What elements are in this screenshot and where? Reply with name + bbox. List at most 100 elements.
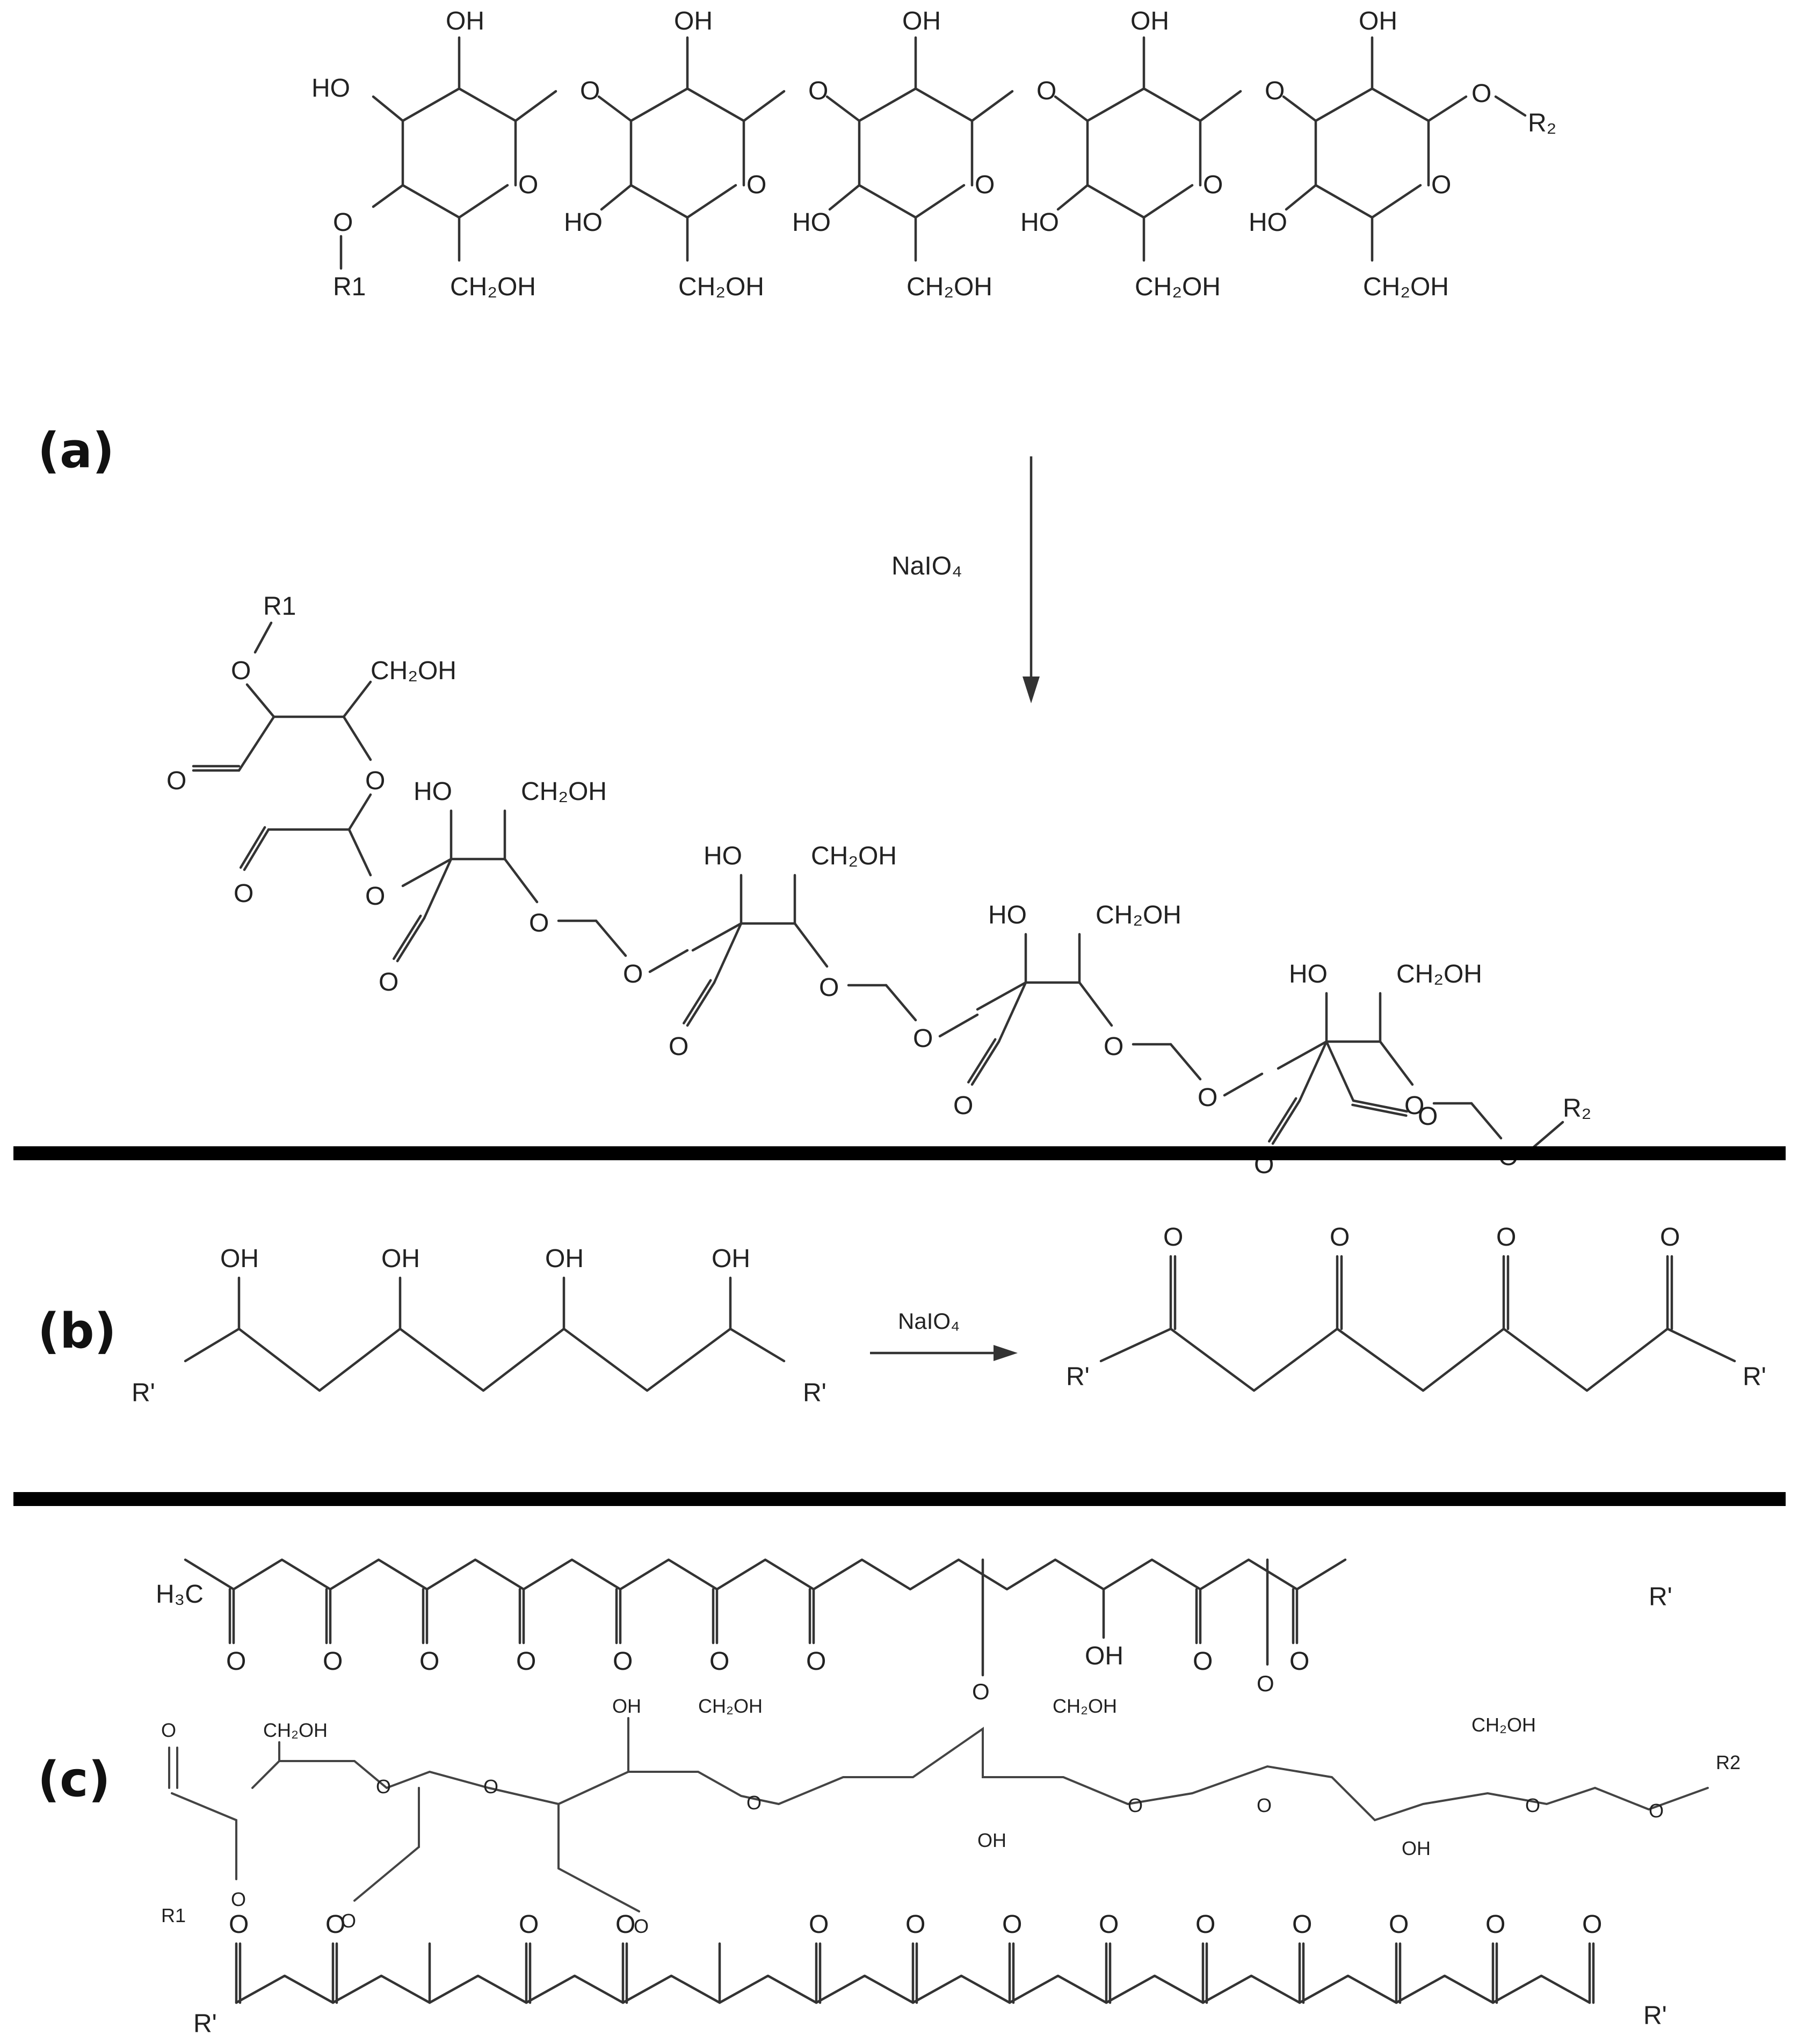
ketone-oxygen-label: O: [1099, 1910, 1119, 1939]
r-prime-label: R': [1643, 2002, 1667, 2030]
ketone-oxygen-label: O: [1195, 1910, 1215, 1939]
aldehyde-double-bond: [682, 979, 712, 1025]
backbone-bond: [1223, 1072, 1264, 1097]
bond-line: [347, 793, 372, 831]
ketone-oxygen-label: O: [613, 1647, 633, 1676]
backbone-bond: [1325, 1040, 1355, 1102]
oxygen-label: O: [1525, 1794, 1540, 1816]
pva-backbone: [184, 1327, 786, 1392]
oxygen-label: O: [333, 208, 353, 237]
ketone-oxygen-label: O: [1660, 1223, 1680, 1252]
aldehyde-oxygen-label: O: [669, 1032, 688, 1061]
glycosidic-bond: [825, 95, 861, 122]
oxygen-label: O: [1404, 1092, 1424, 1120]
ho-label: HO: [1289, 960, 1328, 988]
aldehyde-oxygen-label: O: [234, 879, 253, 908]
oxygen-label: O: [623, 960, 643, 988]
r-prime-label: R': [1066, 1363, 1090, 1391]
bond-line: [347, 828, 372, 877]
pyranose-ring-bond: [1086, 87, 1202, 219]
oxygen-label: O: [634, 1915, 649, 1937]
backbone-bond: [713, 922, 743, 984]
backbone-bond: [793, 922, 829, 968]
oxygen-label: O: [1471, 79, 1491, 108]
ho-label: HO: [564, 208, 603, 237]
oh-label: OH: [1402, 1837, 1431, 1859]
bond-line: [342, 715, 372, 761]
ketone-oxygen-label: O: [516, 1647, 536, 1676]
acetal-bond: [1169, 1043, 1202, 1081]
ketone-oxygen-label: O: [1002, 1910, 1022, 1939]
ch2oh-label: CH₂OH: [1053, 1695, 1117, 1717]
glycosidic-oxygen-label: O: [1265, 77, 1285, 105]
aldehyde-oxygen-label: O: [953, 1092, 973, 1120]
r2-label: R2: [1716, 1751, 1741, 1773]
aldehyde-double-bond: [970, 1040, 1001, 1086]
backbone-bond: [503, 857, 539, 904]
oh-bond: [372, 95, 404, 122]
ring-oxygen-label: O: [1203, 171, 1223, 199]
aldehyde-double-bond: [392, 914, 422, 961]
aldehyde-double-bond: [686, 981, 716, 1027]
glycosidic-oxygen-label: O: [1036, 77, 1056, 105]
oh-label: OH: [381, 1245, 420, 1273]
o-r2-bond: [1494, 95, 1527, 117]
aldehyde-oxygen-label: O: [166, 767, 186, 795]
ketone-oxygen-label: O: [1292, 1910, 1312, 1939]
oxygen-label: O: [365, 767, 385, 795]
glycosidic-bond: [742, 90, 786, 122]
aldehyde-oxygen-label: O: [161, 1719, 176, 1741]
ring-oxygen-label: O: [1431, 171, 1451, 199]
oxygen-label: O: [483, 1776, 498, 1798]
aldehyde-oxygen-label: O: [379, 968, 398, 996]
backbone-bond: [648, 949, 689, 973]
ketone-oxygen-label: O: [1163, 1223, 1183, 1252]
reagent-label-b: NaIO₄: [898, 1308, 960, 1334]
oxygen-label: O: [1198, 1083, 1217, 1112]
oh-label: OH: [545, 1245, 584, 1273]
ketone-oxygen-label: O: [1193, 1647, 1213, 1676]
ho-label: HO: [988, 901, 1027, 929]
aldehyde-double-bond: [239, 826, 266, 869]
r-prime-label: R': [1649, 1583, 1672, 1611]
oh-label: OH: [712, 1245, 750, 1273]
backbone-bond: [1379, 1040, 1414, 1086]
oxygen-label: O: [913, 1024, 933, 1053]
ketone-oxygen-label: O: [325, 1910, 345, 1939]
ch2oh-label: CH₂OH: [907, 273, 992, 301]
ch2oh-label: CH₂OH: [1096, 901, 1181, 929]
ch2oh-label: CH₂OH: [1135, 273, 1221, 301]
glycosidic-bond: [1282, 95, 1317, 122]
oh-label: OH: [977, 1829, 1006, 1851]
backbone-bond: [1298, 1040, 1328, 1102]
oh-label: OH: [446, 7, 484, 35]
ketone-oxygen-label: O: [323, 1647, 343, 1676]
wedge-bond: [171, 1792, 237, 1821]
ketone-oxygen-label: O: [1496, 1223, 1516, 1252]
aldehyde-double-bond: [396, 916, 426, 963]
ring-oxygen-label: O: [975, 171, 995, 199]
r2-label: R₂: [1563, 1094, 1591, 1123]
backbone-bond: [1078, 981, 1113, 1027]
reaction-arrow-a: [1023, 456, 1040, 703]
bond-line: [245, 683, 276, 718]
ketone-oxygen-label: O: [229, 1910, 249, 1939]
ketone-oxygen-label: O: [1582, 1910, 1602, 1939]
oh-label: OH: [1359, 7, 1397, 35]
oxygen-label: O: [1257, 1794, 1272, 1816]
oxygen-label: O: [341, 1910, 356, 1932]
oxygen-label: O: [231, 1888, 246, 1910]
backbone-bond: [997, 981, 1027, 1043]
aldehyde-double-bond: [1351, 1103, 1408, 1117]
ketone-oxygen-label: O: [1289, 1647, 1309, 1676]
reagent-label-a: NaIO₄: [891, 552, 962, 580]
bond-line: [342, 680, 372, 718]
bond-line: [237, 715, 276, 772]
panel-label-c: (c): [38, 1751, 111, 1808]
r-prime-label: R': [1743, 1363, 1766, 1391]
oxygen-label: O: [1128, 1794, 1143, 1816]
ch2oh-label: CH₂OH: [698, 1695, 763, 1717]
